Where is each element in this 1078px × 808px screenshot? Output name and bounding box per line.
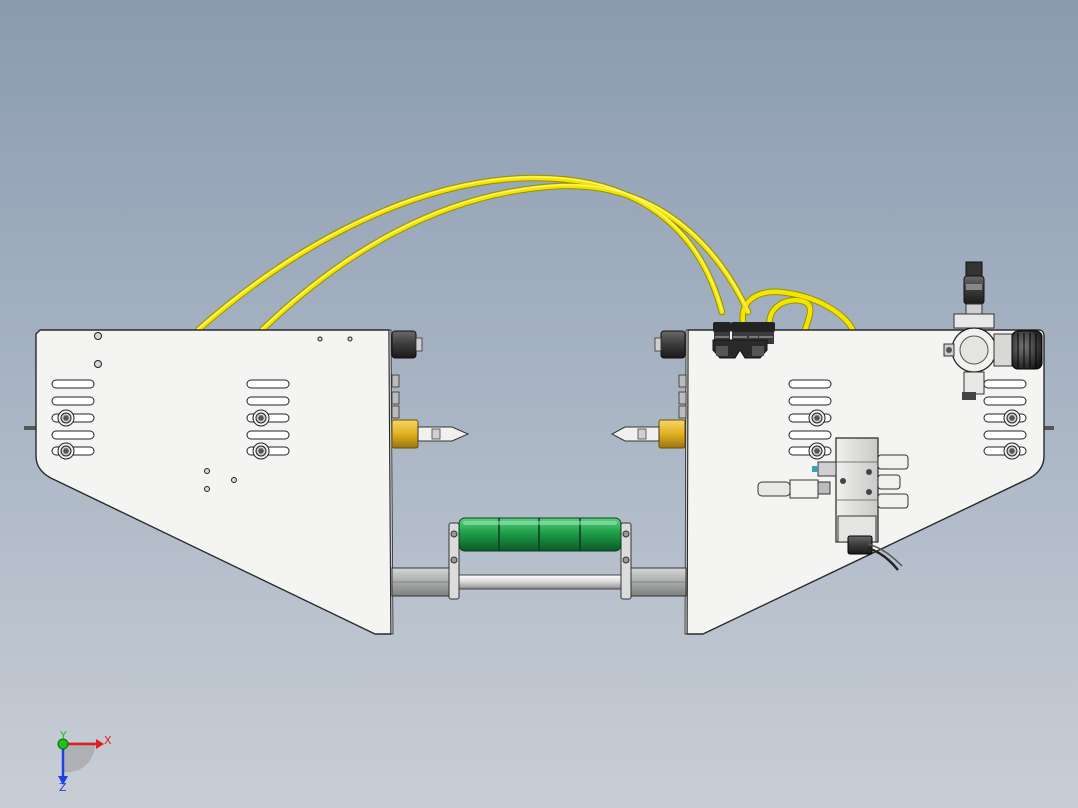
triad-z-label: Z [59, 781, 67, 794]
left-side-plate[interactable] [24, 329, 394, 635]
y-push-fittings [712, 322, 775, 359]
bolt-icon [808, 409, 826, 427]
bolt-icon [252, 409, 270, 427]
bolt-icon [1003, 442, 1021, 460]
right-edge-fittings [610, 330, 687, 449]
solenoid-valve [757, 437, 909, 571]
triad-y-label: Y [59, 729, 67, 742]
triad-x-label: X [104, 734, 112, 747]
left-edge-fittings [391, 330, 470, 449]
cross-rail-assembly [391, 567, 687, 597]
bolt-icon [57, 442, 75, 460]
bolt-icon [1003, 409, 1021, 427]
bolt-icon [808, 442, 826, 460]
pressure-regulator [943, 261, 1043, 400]
bolt-icon [252, 442, 270, 460]
bolt-icon [57, 409, 75, 427]
green-roller[interactable] [448, 517, 632, 600]
orientation-triad[interactable]: X Y Z [57, 729, 112, 794]
